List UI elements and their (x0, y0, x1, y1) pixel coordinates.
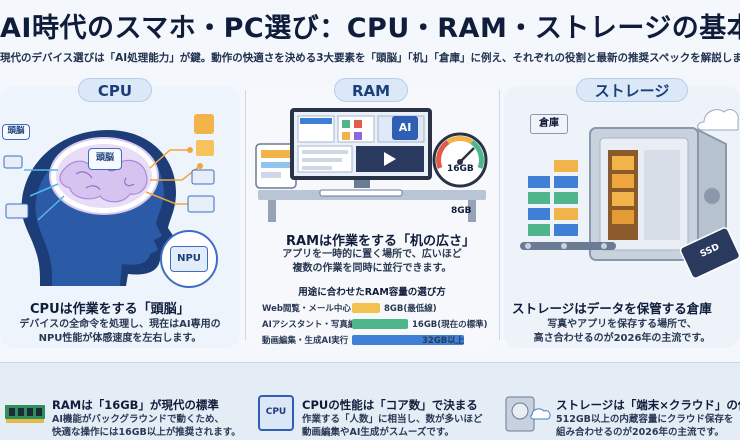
ram-desc-2: 複数の作業を同時に並行できます。 (292, 263, 452, 274)
bar-row: Web閲覧・メール中心 8GB(最低線) (262, 302, 498, 314)
side-label: 頭脳 (2, 124, 30, 140)
bar (352, 319, 408, 329)
tip-storage-desc-1: 512GB以上の内蔵容量にクラウド保存を (556, 414, 734, 425)
ram-stick-icon (5, 405, 45, 423)
tips-strip: RAMは「16GB」が現代の標準 AI機能がバックグラウンドで動くため、 快適な… (0, 362, 740, 440)
gauge-bottom-label: 8GB (451, 206, 472, 216)
tip-cpu-desc-2: 動画編集やAI生成がスムーズです。 (302, 427, 454, 438)
hdd-cloud-icon (505, 396, 551, 432)
tip-ram-desc-1: AI機能がバックグラウンドで動くため、 (52, 414, 225, 425)
head-illustration (3, 114, 215, 286)
cpu-desc-2: NPU性能が体感速度を左右します。 (38, 333, 202, 344)
bar-category-label: 動画編集・生成AI実行 (262, 336, 349, 346)
bar-value-label: 8GB(最低線) (384, 304, 437, 314)
cpu-tag: CPU (78, 78, 152, 102)
warehouse-sign: 倉庫 (530, 114, 568, 134)
tip-cpu: CPU CPUの性能は「コア数」で決まる 作業する「人数」に相当し、数が多いほど… (250, 363, 494, 440)
page-title: AI時代のスマホ・PC選び：CPU・RAM・ストレージの基本 (0, 13, 740, 44)
divider (245, 90, 246, 340)
ram-tag: RAM (334, 78, 408, 102)
bar-value-label: 32GB以上 (422, 336, 465, 346)
cpu-title: CPUは作業をする「頭脳」 (30, 302, 190, 317)
storage-desc-2: 高さ合わせるのが2026年の主流です。 (533, 333, 711, 344)
cpu-chip-label: CPU (265, 407, 287, 417)
ram-desc-1: アプリを一時的に置く場所で、広いほど (282, 249, 462, 260)
npu-chip (160, 230, 218, 288)
storage-title: ストレージはデータを保管する倉庫 (512, 301, 712, 316)
tip-storage: ストレージは「端末×クラウド」の併用 512GB以上の内蔵容量にクラウド保存を … (500, 363, 740, 440)
cpu-desc-1: デバイスの全命令を処理し、現在はAI専用の (19, 319, 221, 330)
page-subtitle: 現代のデバイス選びは「AI処理能力」が鍵。動作の快適さを決める3大要素を「頭脳」… (0, 52, 740, 64)
tip-cpu-desc-1: 作業する「人数」に相当し、数が多いほど (302, 414, 483, 425)
storage-tag: ストレージ (576, 78, 688, 102)
divider (499, 90, 500, 340)
tip-ram-title: RAMは「16GB」が現代の標準 (52, 398, 219, 412)
brain-chip: 頭脳 (88, 148, 122, 170)
storage-desc-1: 写真やアプリを保存する場所で、 (547, 319, 697, 330)
bar-category-label: Web閲覧・メール中心 (262, 304, 351, 314)
chart-title: 用途に合わせたRAM容量の選び方 (298, 287, 446, 298)
bar (352, 303, 380, 313)
npu-label: NPU (170, 246, 208, 272)
cpu-chip-icon (258, 395, 294, 431)
ram-title: RAMは作業をする「机の広さ」 (286, 234, 476, 249)
tip-ram-desc-2: 快適な操作には16GB以上が推奨されます。 (52, 427, 241, 438)
ai-window-label: AI (392, 116, 418, 140)
bar-row: 動画編集・生成AI実行 32GB以上 (262, 334, 498, 346)
gauge-top-label: 16GB (447, 164, 474, 174)
bar-category-label: AIアシスタント・写真編集 (262, 320, 365, 330)
tip-storage-title: ストレージは「端末×クラウド」の併用 (556, 398, 740, 412)
bar-value-label: 16GB(現在の標準) (412, 320, 488, 330)
bar (352, 335, 464, 345)
tip-storage-desc-2: 組み合わせるのが2026年の主流です。 (556, 427, 724, 438)
bar-row: AIアシスタント・写真編集 16GB(現在の標準) (262, 318, 498, 330)
warehouse-illustration (520, 109, 740, 279)
tip-cpu-title: CPUの性能は「コア数」で決まる (302, 398, 478, 412)
tip-ram: RAMは「16GB」が現代の標準 AI機能がバックグラウンドで動くため、 快適な… (0, 363, 246, 440)
